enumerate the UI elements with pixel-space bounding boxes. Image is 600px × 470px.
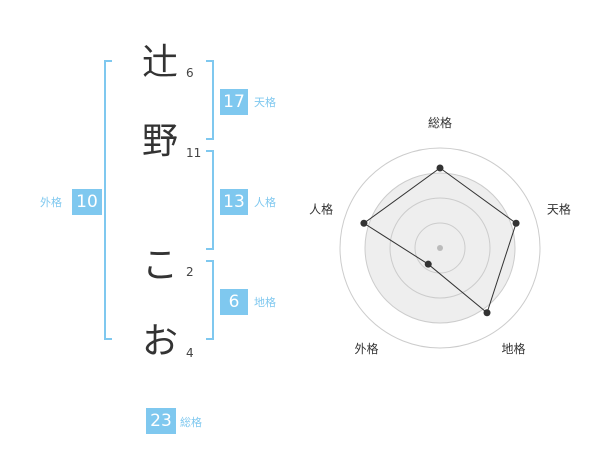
name-char-4: お	[141, 321, 178, 362]
radar-point-1	[436, 164, 444, 172]
radar-axis-label-2: 天格	[547, 201, 571, 216]
stroke-count-3: 2	[186, 265, 194, 279]
radar-ring-4	[339, 147, 541, 349]
radar-point-5	[360, 219, 368, 227]
gaikaku-value: 10	[72, 189, 102, 215]
tenkaku-label: 天格	[254, 96, 276, 109]
chikaku-label: 地格	[254, 296, 276, 309]
soukaku-label: 総格	[180, 416, 202, 429]
gaikaku-label: 外格	[40, 196, 62, 209]
soukaku-value: 23	[146, 408, 176, 434]
name-char-1: 辻	[141, 42, 178, 83]
radar-axis-label-5: 人格	[309, 201, 333, 216]
radar-polygon	[363, 167, 517, 314]
jinkaku-value: 13	[220, 189, 248, 215]
tenkaku-bracket	[206, 60, 214, 140]
radar-point-3	[483, 309, 491, 317]
gaikaku-bracket	[104, 60, 112, 340]
jinkaku-label: 人格	[254, 196, 276, 209]
radar-ring-2	[389, 197, 491, 299]
name-char-2: 野	[141, 121, 178, 162]
tenkaku-value: 17	[220, 89, 248, 115]
chikaku-value: 6	[220, 289, 248, 315]
name-char-3: こ	[141, 245, 178, 286]
stroke-count-4: 4	[186, 346, 194, 360]
radar-ring-1	[414, 222, 466, 274]
radar-center-dot	[437, 245, 443, 251]
stroke-count-2: 11	[186, 146, 202, 160]
radar-axis-label-3: 地格	[501, 341, 525, 356]
radar-point-4	[424, 260, 432, 268]
radar-axis-label-4: 外格	[355, 341, 379, 356]
radar-axis-label-1: 総格	[428, 115, 452, 130]
radar-ring-3	[364, 172, 516, 324]
jinkaku-bracket	[206, 150, 214, 250]
chikaku-bracket	[206, 260, 214, 340]
stroke-count-1: 6	[186, 66, 194, 80]
radar-point-2	[512, 219, 520, 227]
